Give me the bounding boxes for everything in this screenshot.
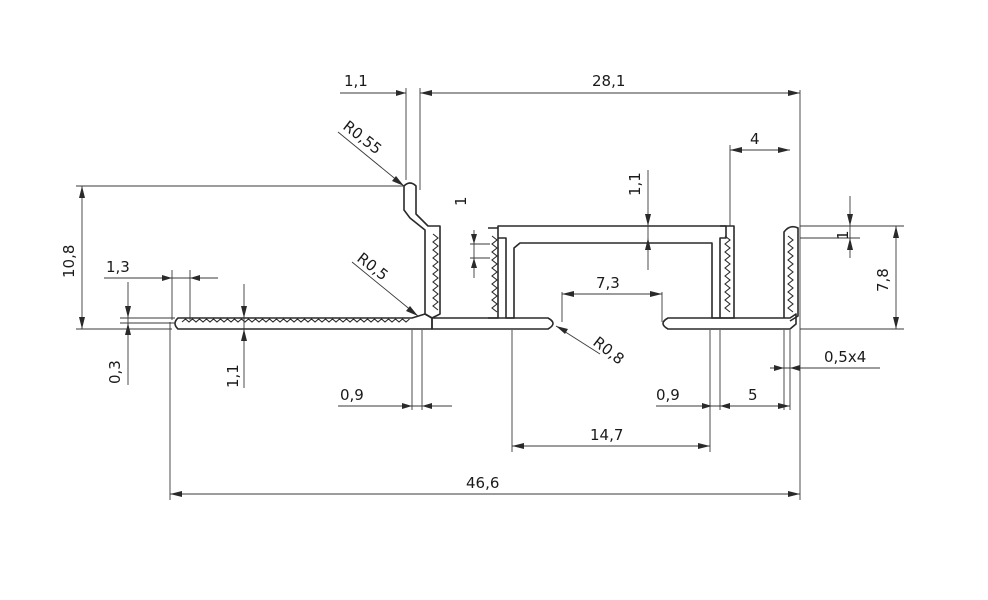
label-wall-right: 0,9 [656,386,680,404]
base-plate [174,313,433,330]
label-wall-left: 0,9 [340,386,364,404]
label-base-thickness: 1,1 [224,364,242,388]
label-radius-08: R0,8 [590,333,628,368]
label-thickness-03: 0,3 [106,360,124,384]
left-post [488,227,499,319]
main-body [431,317,554,330]
label-step: 1,3 [106,258,130,276]
label-right-gap: 5 [748,386,758,404]
label-overall-width: 46,6 [466,474,499,492]
post-serration-c [724,235,731,313]
post-serration-b [491,235,498,313]
label-small-1-right: 1 [834,230,852,240]
dimension-labels: 46,6 28,1 1,1 10,8 1,3 0,3 1,1 R0,55 R0,… [60,72,892,492]
post-serration-d [787,235,794,313]
right-end-post [783,225,799,322]
dimension-lines [76,88,904,500]
right-web [662,313,797,330]
top-plate [497,225,727,319]
label-top-thickness: 1,1 [626,172,644,196]
label-right-height: 7,8 [874,268,892,292]
left-upstand [403,182,441,319]
label-lip-width: 1,1 [344,72,368,90]
label-top-width: 28,1 [592,72,625,90]
label-left-height: 10,8 [60,245,78,278]
right-flange [720,225,735,319]
label-flange-width: 4 [750,130,760,148]
post-serration-a [432,233,439,311]
label-ribs: 0,5x4 [824,348,866,366]
profile-outline [174,182,799,330]
label-slot-width: 7,3 [596,274,620,292]
label-channel-width: 14,7 [590,426,623,444]
base-serration [181,318,410,323]
label-small-1-left: 1 [452,196,470,206]
